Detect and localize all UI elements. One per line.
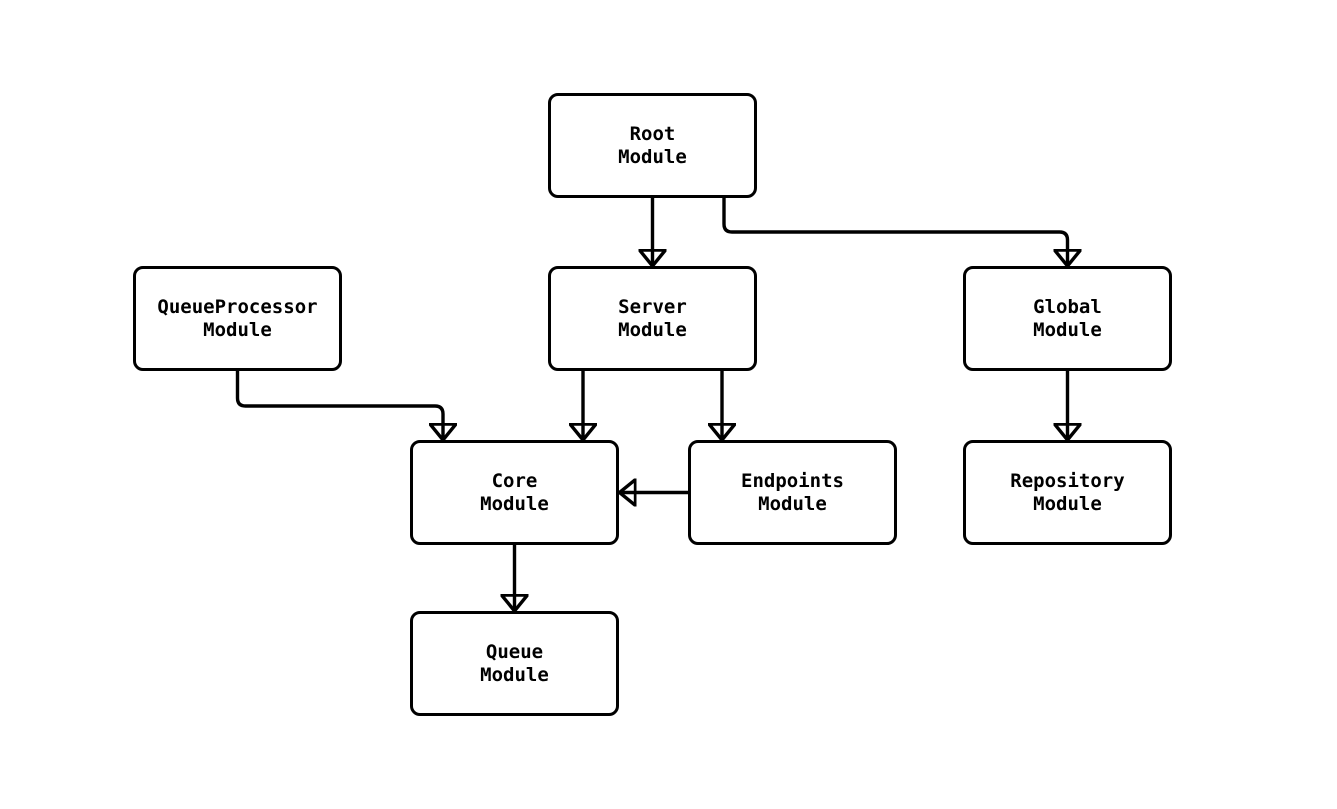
node-queueprocessor-module: QueueProcessor Module	[133, 266, 342, 371]
node-global-module: Global Module	[963, 266, 1172, 371]
edge-root-to-global	[722, 197, 1068, 265]
node-endpoints-module-label: Endpoints Module	[741, 469, 844, 515]
node-server-module: Server Module	[548, 266, 757, 371]
node-queue-module: Queue Module	[410, 611, 619, 716]
node-global-module-label: Global Module	[1033, 295, 1102, 341]
node-root-module: Root Module	[548, 93, 757, 198]
node-repository-module-label: Repository Module	[1010, 469, 1125, 515]
node-endpoints-module: Endpoints Module	[688, 440, 897, 545]
node-root-module-label: Root Module	[618, 122, 687, 168]
node-server-module-label: Server Module	[618, 295, 687, 341]
node-repository-module: Repository Module	[963, 440, 1172, 545]
edge-queueprocessor-to-core	[235, 370, 444, 439]
node-queue-module-label: Queue Module	[480, 640, 549, 686]
node-core-module: Core Module	[410, 440, 619, 545]
node-queueprocessor-module-label: QueueProcessor Module	[157, 295, 318, 341]
node-core-module-label: Core Module	[480, 469, 549, 515]
